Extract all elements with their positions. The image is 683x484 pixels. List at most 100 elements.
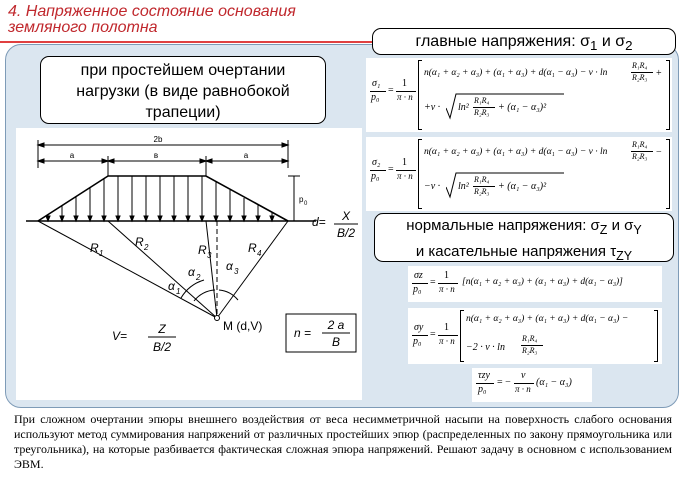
sz-coef-den: π · n <box>439 284 455 294</box>
s1-ln-num: R₁R₄ <box>632 61 648 70</box>
r1-sub: 1 <box>99 249 103 258</box>
formula-sigma-z: σz p₀ = 1 π · n [n(α₁ + α₂ + α₃) + (α₁ +… <box>408 266 662 302</box>
alpha3-sub: 3 <box>234 267 239 276</box>
sy-line2: −2 · v · ln <box>466 342 505 353</box>
s1-line2-rad-den: R₂R₃ <box>474 108 490 117</box>
d-num: X <box>341 209 351 223</box>
sy-line1: n(α₁ + α₂ + α₃) + (α₁ + α₃) + d(α₁ − α₃)… <box>466 314 629 324</box>
normal-prefix: нормальные напряжения: σ <box>406 217 600 234</box>
s1-lhs-num: σ₁ <box>372 78 381 89</box>
v-label: V= <box>112 329 127 343</box>
tangential-sub: ZY <box>616 249 633 263</box>
sy-ln-num: R₁R₄ <box>522 334 538 343</box>
s1-line1: n(α₁ + α₂ + α₃) + (α₁ + α₃) + d(α₁ − α₃)… <box>424 68 608 78</box>
formula-sigma2: σ₂ p₀ = 1 π · n n(α₁ + α₂ + α₃) + (α₁ + … <box>366 137 672 211</box>
s2-line2-rad-num: R₁R₄ <box>474 175 490 184</box>
s2-line2-rad-den: R₂R₃ <box>474 187 490 196</box>
sy-coef: 1 <box>444 322 449 333</box>
formula-sigma1: σ₁ p₀ = 1 π · n n(α₁ + α₂ + α₃) + (α₁ + … <box>366 58 672 132</box>
s1-plus: + <box>656 68 662 79</box>
slide-title: 4. Напряженное состояние основания земля… <box>8 4 368 36</box>
n-label: n = <box>294 326 311 340</box>
v-den: B/2 <box>153 340 171 354</box>
tzy-eq: = − <box>497 377 511 388</box>
trapezoid-diagram: 2b a в a p 0 d= X B/2 R 1 R 2 R 3 R 4 α … <box>26 135 358 354</box>
s1-sqrt <box>446 93 564 120</box>
r1-label: R <box>90 241 99 255</box>
body-text: При сложном очертании эпюры внешнего воз… <box>14 412 672 471</box>
main-sub-1: 1 <box>589 38 598 54</box>
n-num: 2 a <box>327 318 345 332</box>
s1-coef: 1 <box>402 78 407 89</box>
sz-body: [n(α₁ + α₂ + α₃) + (α₁ + α₃) + d(α₁ − α₃… <box>462 277 623 287</box>
title-number: 4. <box>8 3 22 20</box>
r2-label: R <box>135 235 144 249</box>
trapezoid-diagram-panel: 2b a в a p 0 d= X B/2 R 1 R 2 R 3 R 4 α … <box>16 128 362 400</box>
r3-label: R <box>198 243 207 257</box>
sy-ln-den: R₂R₃ <box>522 346 538 355</box>
s2-coef: 1 <box>402 157 407 168</box>
dim-2b-label: 2b <box>154 135 163 144</box>
normal-sub-y: Y <box>633 223 642 237</box>
main-stresses-label: главные напряжения: σ <box>415 33 590 50</box>
s1-line2-rad-num: R₁R₄ <box>474 96 490 105</box>
alpha1-label: α <box>168 279 176 293</box>
s1-line2-pre: +v · <box>424 102 441 113</box>
tangential-prefix: и касательные напряжения τ <box>415 243 617 260</box>
alpha2-sub: 2 <box>195 273 201 282</box>
s2-ln-num: R₁R₄ <box>632 140 648 149</box>
tangential-stresses-line: и касательные напряжения τZY <box>375 241 673 267</box>
main-sub-2: 2 <box>625 38 633 54</box>
s2-lhs-den: p₀ <box>371 171 380 182</box>
point-m-label: M (d,V) <box>223 319 262 333</box>
tzy-body: (α₁ − α₃) <box>536 377 572 388</box>
formula-sigma-y: σy p₀ = 1 π · n n(α₁ + α₂ + α₃) + (α₁ + … <box>408 308 662 364</box>
main-stresses-and: и σ <box>597 33 626 50</box>
dim-a-right-label: a <box>244 151 249 160</box>
s2-line2-post: + (α₁ − α₃)² <box>498 181 547 192</box>
r2-sub: 2 <box>143 243 149 252</box>
normal-stresses-box: нормальные напряжения: σZ и σY и касател… <box>374 213 674 263</box>
s1-ln-den: R₂R₃ <box>632 73 648 82</box>
sy-lhs-num: σy <box>414 322 424 333</box>
d-den: B/2 <box>337 226 355 240</box>
sy-lhs-den: p₀ <box>413 336 422 347</box>
normal-sub-z: Z <box>599 223 608 237</box>
v-num: Z <box>157 322 166 336</box>
load-shape-box: при простейшем очертании нагрузки (в вид… <box>40 56 326 124</box>
title-underline <box>0 41 372 43</box>
main-stresses-box: главные напряжения: σ1 и σ2 <box>372 28 676 55</box>
s2-lhs-num: σ₂ <box>372 157 381 168</box>
s2-line2-pre: −v · <box>424 181 441 192</box>
s2-ln-den: R₂R₃ <box>632 152 648 161</box>
alpha1-sub: 1 <box>176 287 180 296</box>
tzy-coef-den: π · n <box>515 384 531 394</box>
r4-label: R <box>248 241 257 255</box>
alpha3-label: α <box>226 259 234 273</box>
normal-stresses-line: нормальные напряжения: σZ и σY <box>375 215 673 241</box>
r4-sub: 4 <box>257 249 262 258</box>
tzy-lhs-den: p₀ <box>478 384 487 395</box>
d-label: d= <box>312 215 326 229</box>
p-label: p <box>299 195 304 204</box>
s1-line2-rad: ln² <box>458 102 469 113</box>
s1-lhs-den: p₀ <box>371 92 380 103</box>
alpha2-label: α <box>188 265 196 279</box>
s2-sqrt <box>446 172 564 199</box>
title-text: Напряженное состояние основания земляног… <box>8 3 296 36</box>
tzy-lhs-num: τzy <box>478 370 490 381</box>
formula-tau-zy: τzy p₀ = − v π · n (α₁ − α₃) <box>472 368 592 402</box>
p-sub: 0 <box>304 201 308 207</box>
s1-coef-den: π · n <box>397 92 413 102</box>
s2-coef-den: π · n <box>397 171 413 181</box>
dim-b-label: в <box>154 151 158 160</box>
sz-lhs-num: σz <box>414 270 423 281</box>
s2-line1: n(α₁ + α₂ + α₃) + (α₁ + α₃) + d(α₁ − α₃)… <box>424 147 608 157</box>
n-den: B <box>332 335 340 349</box>
s2-minus: − <box>656 147 662 158</box>
sz-coef: 1 <box>444 270 449 281</box>
sy-coef-den: π · n <box>439 336 455 346</box>
normal-and: и σ <box>607 217 634 234</box>
r3-sub: 3 <box>207 251 212 260</box>
s1-line2-post: + (α₁ − α₃)² <box>498 102 547 113</box>
